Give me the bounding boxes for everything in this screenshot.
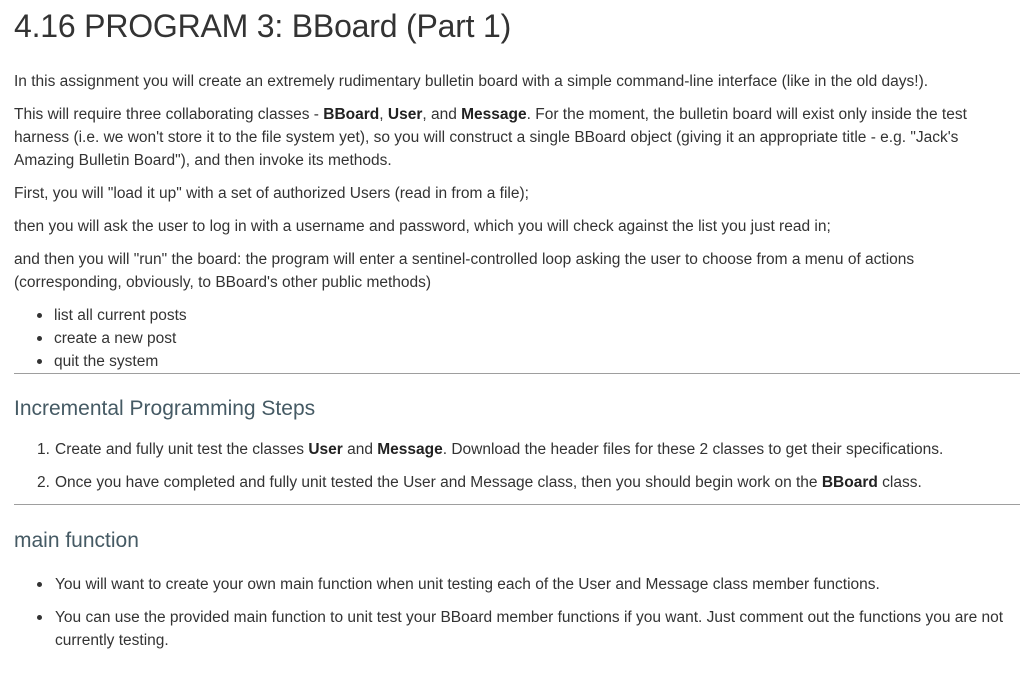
- text-run: . Download the header files for these 2 …: [442, 441, 944, 458]
- assignment-page: 4.16 PROGRAM 3: BBoard (Part 1) In this …: [14, 0, 1020, 662]
- section-heading-main-function: main function: [14, 529, 139, 552]
- text-run: ,: [379, 106, 388, 123]
- step-number: 1.: [37, 441, 50, 458]
- classes-paragraph: This will require three collaborating cl…: [14, 103, 1010, 172]
- text-run: and: [342, 441, 378, 458]
- class-name-bboard: BBoard: [821, 474, 878, 491]
- text-run: class.: [877, 474, 922, 491]
- class-name-message: Message: [461, 106, 527, 123]
- main-function-list: You will want to create your own main fu…: [14, 573, 1010, 652]
- step-item: 2. Once you have completed and fully unit…: [37, 471, 1010, 494]
- list-item: You can use the provided main function t…: [37, 606, 1010, 652]
- list-item: quit the system: [37, 350, 1010, 373]
- text-run: Once you have completed and fully unit t…: [55, 474, 822, 491]
- run-paragraph: and then you will "run" the board: the p…: [14, 251, 915, 291]
- text-run: , and: [422, 106, 462, 123]
- class-name-message: Message: [377, 441, 443, 458]
- load-paragraph: First, you will "load it up" with a set …: [14, 185, 529, 202]
- section-heading-incremental-steps: Incremental Programming Steps: [14, 397, 316, 420]
- intro-paragraph: In this assignment you will create an ex…: [14, 73, 929, 90]
- list-item: You will want to create your own main fu…: [37, 573, 1010, 596]
- list-item: list all current posts: [37, 304, 1010, 327]
- text-run: Create and fully unit test the classes: [55, 441, 309, 458]
- login-paragraph: then you will ask the user to log in wit…: [14, 218, 831, 235]
- class-name-bboard: BBoard: [323, 106, 380, 123]
- section-divider: [14, 504, 1020, 505]
- section-divider: [14, 373, 1020, 374]
- class-name-user: User: [308, 441, 343, 458]
- text-run: . For the moment, the bulletin board wil…: [14, 106, 967, 169]
- text-run: This will require three collaborating cl…: [14, 106, 324, 123]
- menu-actions-list: list all current posts create a new post…: [14, 304, 1010, 373]
- class-name-user: User: [387, 106, 423, 123]
- step-number: 2.: [37, 474, 50, 491]
- step-item: 1. Create and fully unit test the classes…: [37, 438, 1010, 461]
- list-item: create a new post: [37, 327, 1010, 350]
- steps-list: 1. Create and fully unit test the classes…: [14, 438, 1010, 494]
- page-title: 4.16 PROGRAM 3: BBoard (Part 1): [14, 8, 512, 44]
